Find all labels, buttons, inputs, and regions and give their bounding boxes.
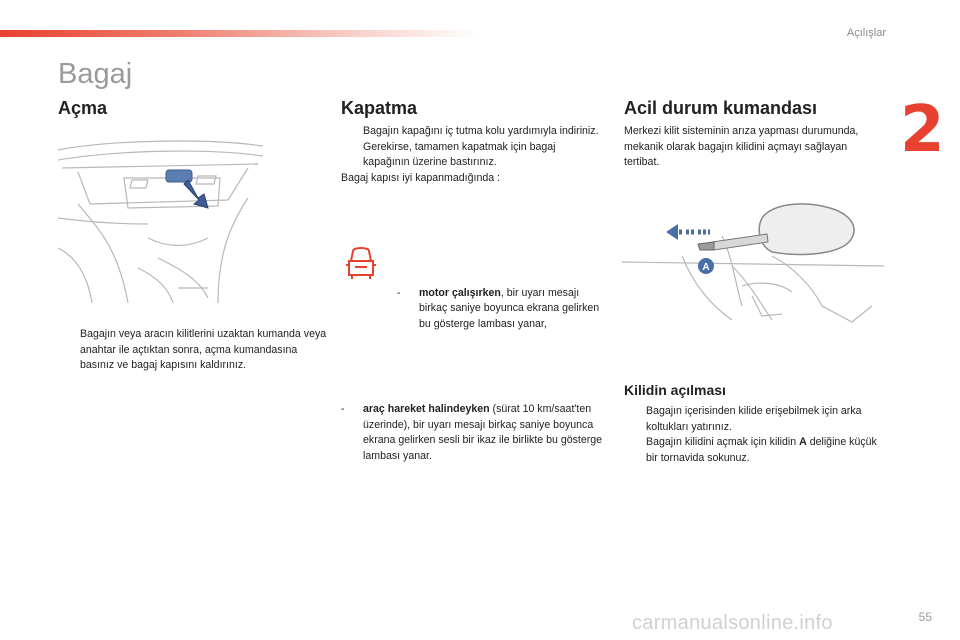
closing-steps: Bagajın kapağını iç tutma kolu yardımıyl… — [341, 124, 599, 186]
closing-step-1: Bagajın kapağını iç tutma kolu yardımıyl… — [363, 125, 599, 137]
opening-heading: Açma — [58, 98, 108, 118]
page-number: 55 — [918, 610, 932, 624]
opening-instruction: Bagajın veya aracın kilitlerini uzaktan … — [80, 328, 327, 371]
page-title: Bagaj — [58, 58, 133, 90]
emergency-heading: Acil durum kumandası — [624, 98, 818, 118]
screwdriver-unlock-illustration: A — [622, 203, 885, 323]
watermark: carmanualsonline.info — [632, 612, 833, 634]
unlocking-steps: Bagajın içerisinden kilide erişebilmek i… — [624, 404, 886, 466]
unlocking-step-2: Bagajın kilidini açmak için kilidin A de… — [646, 436, 877, 464]
section-header: Açılışlar — [846, 27, 886, 39]
warning-vehicle-moving: - araç hareket halindeyken (sürat 10 km/… — [341, 403, 603, 462]
lock-label-badge — [698, 258, 714, 274]
arrow-left-icon — [666, 224, 710, 240]
screwdriver-icon — [697, 203, 855, 256]
closing-note: Bagaj kapısı iyi kapanmadığında : — [341, 171, 501, 184]
tailgate-switch-icon — [165, 169, 209, 209]
unlocking-heading: Kilidin açılması — [624, 382, 726, 398]
tailgate-switch-illustration — [58, 140, 263, 303]
boot-open-warning-icon — [346, 247, 376, 279]
header-accent-bar — [0, 30, 480, 37]
warning-engine-running: - motor çalışırken, bir uyarı mesajı bir… — [397, 286, 600, 330]
unlocking-step-1: Bagajın içerisinden kilide erişebilmek i… — [646, 405, 862, 433]
closing-step-2: Gerekirse, tamamen kapatmak için bagaj k… — [363, 140, 556, 169]
closing-heading: Kapatma — [341, 98, 418, 118]
chapter-number: 2 — [900, 93, 945, 167]
emergency-description: Merkezi kilit sisteminin arıza yapması d… — [624, 125, 859, 168]
lock-label-a: A — [702, 262, 709, 273]
